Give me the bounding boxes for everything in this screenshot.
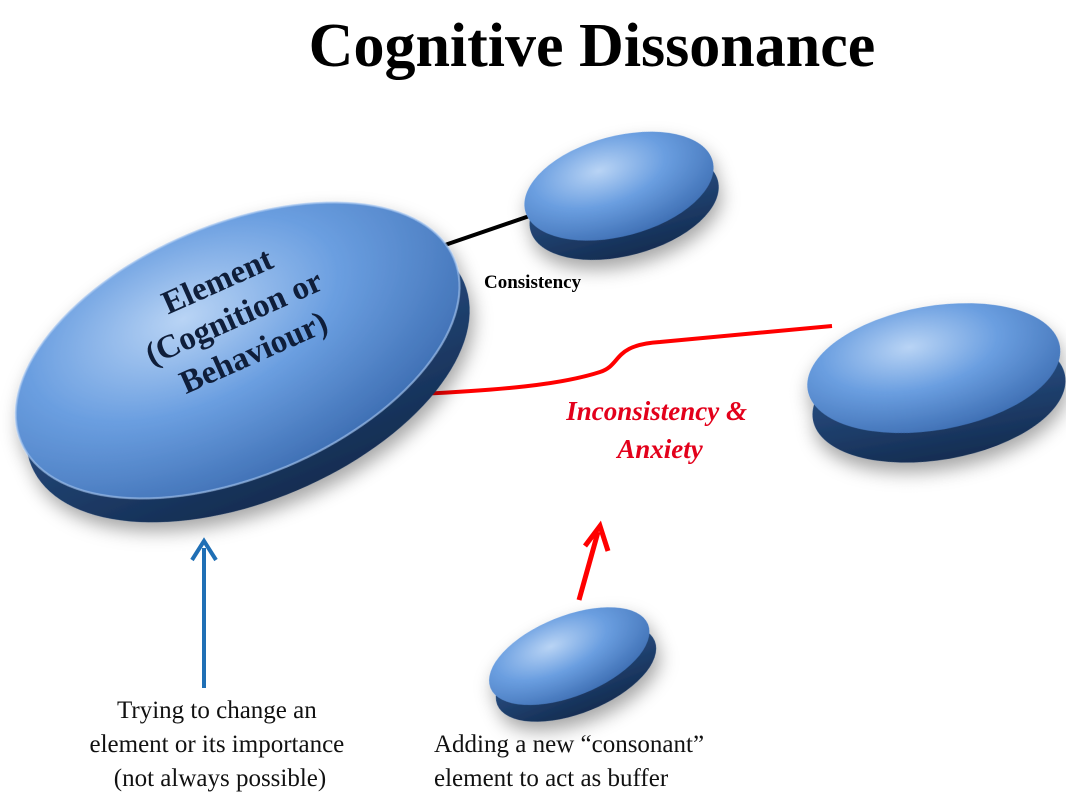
caption-line: Trying to change an: [117, 697, 317, 724]
diagram-title: Cognitive Dissonance: [309, 12, 876, 80]
change-element-arrow: [190, 537, 218, 688]
caption-line: (not always possible): [114, 765, 326, 792]
change-element-caption: Trying to change an element or its impor…: [89, 697, 350, 792]
inconsistency-label: Inconsistency & Anxiety: [565, 396, 754, 464]
buffer-element-caption: Adding a new “consonant” element to act …: [434, 731, 710, 792]
inconsistency-line: [419, 324, 833, 396]
consistency-line: [441, 209, 545, 248]
caption-line: Adding a new “consonant”: [434, 731, 704, 758]
element-disc: [14, 201, 470, 523]
inconsistency-label-line: Anxiety: [615, 434, 704, 464]
buffer-arrow: [576, 520, 611, 601]
caption-line: element to act as buffer: [434, 765, 669, 792]
consistent-element-disc: [524, 131, 719, 260]
inconsistent-element-disc: [807, 303, 1066, 463]
inconsistency-label-line: Inconsistency &: [565, 396, 747, 426]
buffer-element-disc: [489, 607, 657, 722]
consistency-label: Consistency: [484, 272, 582, 293]
caption-line: element or its importance: [89, 731, 344, 758]
